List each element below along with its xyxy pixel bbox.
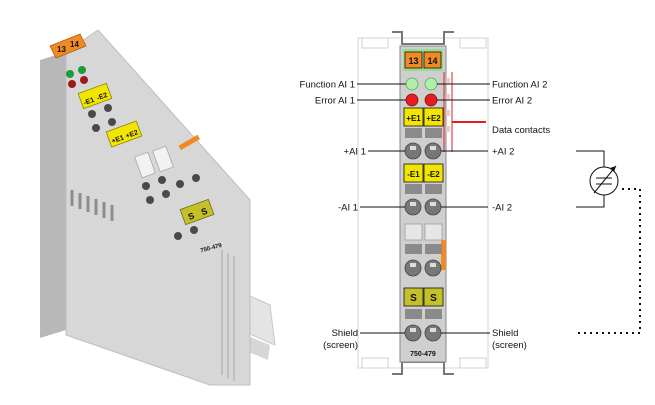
label-error-ai1: Error AI 1 xyxy=(315,96,355,107)
label-function-ai1: Function AI 1 xyxy=(300,80,355,91)
label-shield-right-line1: Shield xyxy=(492,328,518,339)
connector-middle-1 xyxy=(404,259,422,277)
photo-connector-holes xyxy=(88,104,200,240)
terminal-plus-e1 xyxy=(403,107,424,127)
terminal-plus-e2 xyxy=(423,107,444,127)
terminal-minus-e2-label: -E2 xyxy=(427,170,440,179)
photo-release-tab-1 xyxy=(134,151,156,179)
sensor-wire-plus xyxy=(576,150,605,168)
housing-outline xyxy=(357,37,489,369)
photo-label-plus-e2: +E2 xyxy=(125,129,139,140)
release-tab-left xyxy=(404,223,423,241)
label-function-ai2: Function AI 2 xyxy=(492,80,547,91)
module-side-left xyxy=(40,52,66,338)
photo-orange-tab xyxy=(178,134,201,151)
label-data-contacts: Data contacts xyxy=(492,125,550,136)
terminal-minus-e1 xyxy=(403,163,424,183)
label-shield-right-line2: (screen) xyxy=(492,340,527,351)
photo-led-green-1 xyxy=(66,70,74,78)
photo-release-tab-2 xyxy=(152,145,174,173)
part-number-label: 750-479 xyxy=(410,351,436,358)
connector-shield-1 xyxy=(404,324,422,342)
photo-label-14: 14 xyxy=(70,40,79,49)
shield-dotted-line xyxy=(578,188,641,334)
label-error-ai2: Error AI 2 xyxy=(492,96,532,107)
label-minus-ai1: -AI 1 xyxy=(338,203,358,214)
data-contacts xyxy=(443,72,486,152)
terminal-14 xyxy=(423,51,442,69)
spring-release-1 xyxy=(405,128,422,138)
photo-led-red-1 xyxy=(68,80,76,88)
led-function-ai1 xyxy=(405,77,419,91)
terminal-minus-e2 xyxy=(423,163,444,183)
photo-led-red-2 xyxy=(80,76,88,84)
terminal-shield-right-label: S xyxy=(430,293,437,304)
terminal-minus-e1-label: -E1 xyxy=(407,170,420,179)
photo-part-number: 750-479 xyxy=(200,243,223,255)
connector-minus-ai1 xyxy=(404,198,422,216)
release-tab-right xyxy=(424,223,443,241)
connector-shield-2 xyxy=(424,324,442,342)
label-plus-ai1: +AI 1 xyxy=(344,147,366,158)
terminal-14-label: 14 xyxy=(427,56,437,66)
orange-accent xyxy=(441,240,446,270)
terminal-plus-e1-label: +E1 xyxy=(406,114,421,123)
label-shield-left-line1: Shield xyxy=(332,328,358,339)
module-drawing: 13 14 +E1 +E2 -E1 -E2 xyxy=(357,31,489,375)
sensor-wire-minus xyxy=(576,194,605,208)
photo-terminal-13-14: 13 14 xyxy=(49,33,87,59)
photo-terminal-plus-e: +E1 +E2 xyxy=(105,120,143,148)
spring-release-2 xyxy=(425,128,442,138)
photo-led-green-2 xyxy=(78,66,86,74)
terminal-plus-e2-label: +E2 xyxy=(426,114,441,123)
label-minus-ai2: -AI 2 xyxy=(492,203,512,214)
end-ribs xyxy=(221,250,235,381)
connector-plus-ai2 xyxy=(424,142,442,160)
photo-label-13: 13 xyxy=(57,45,66,54)
terminal-shield-right xyxy=(423,287,444,307)
terminal-shield-left-label: S xyxy=(410,293,417,304)
label-plus-ai2: +AI 2 xyxy=(492,147,514,158)
rail-clip-top xyxy=(392,31,454,45)
led-error-ai1 xyxy=(405,93,419,107)
connector-plus-ai1 xyxy=(404,142,422,160)
photo-terminal-minus-e: -E1 -E2 xyxy=(77,82,113,110)
connector-middle-2 xyxy=(424,259,442,277)
terminal-13-label: 13 xyxy=(408,56,418,66)
side-ribs xyxy=(70,190,114,221)
photo-label-s-right: S xyxy=(200,206,209,217)
callouts xyxy=(357,83,490,334)
photo-label-minus-e2: -E2 xyxy=(96,92,109,102)
label-shield-left-line2: (screen) xyxy=(323,340,358,351)
photo-label-minus-e1: -E1 xyxy=(83,97,96,107)
photo-label-plus-e1: +E1 xyxy=(111,134,125,145)
photo-terminal-shield: S S xyxy=(179,198,215,226)
sensor-symbol xyxy=(576,150,641,334)
module-photo: 13 14 -E1 -E2 +E1 +E2 xyxy=(40,29,276,386)
terminal-shield-left xyxy=(403,287,424,307)
terminal-13 xyxy=(404,51,423,69)
connector-minus-ai2 xyxy=(424,198,442,216)
led-function-ai2 xyxy=(424,77,438,91)
photo-label-s-left: S xyxy=(187,211,196,222)
led-error-ai2 xyxy=(424,93,438,107)
